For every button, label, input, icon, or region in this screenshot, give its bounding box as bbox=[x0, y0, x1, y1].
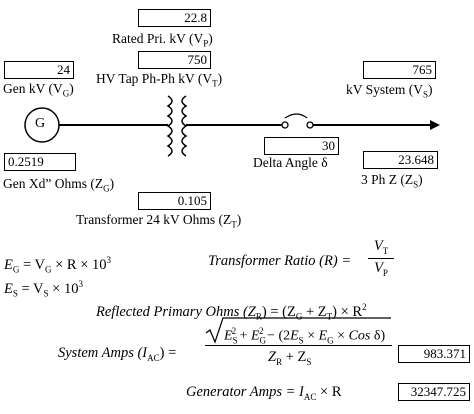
eq-gen-amps: Generator Amps = IAC × R bbox=[186, 384, 342, 402]
transformer-ohms-box[interactable]: 0.105 bbox=[138, 192, 211, 210]
kv-system-label: kV System (VS) bbox=[346, 82, 433, 100]
eq-eg: EG = VG × R × 103 bbox=[4, 255, 112, 275]
gen-kv-box[interactable]: 24 bbox=[4, 61, 74, 79]
gen-xd-box[interactable]: 0.2519 bbox=[4, 153, 76, 171]
three-ph-z-box[interactable]: 23.648 bbox=[363, 151, 438, 169]
breaker-contact-left bbox=[281, 121, 289, 129]
eq-es: ES = VS × 103 bbox=[4, 279, 83, 299]
generator-symbol: G bbox=[35, 116, 46, 131]
eq-ratio-numerator: VT bbox=[373, 238, 389, 256]
system-amps-result: 983.371 bbox=[398, 345, 470, 363]
hv-tap-box[interactable]: 750 bbox=[138, 51, 211, 69]
eq-ratio-label: Transformer Ratio (R) = bbox=[208, 253, 352, 269]
delta-angle-label: Delta Angle δ bbox=[253, 155, 328, 170]
delta-angle-box[interactable]: 30 bbox=[264, 137, 339, 155]
generator-amps-result: 32347.725 bbox=[398, 383, 470, 401]
kv-system-box[interactable]: 765 bbox=[363, 61, 436, 79]
eq-iac-numerator: ES2 + EG2 − (2ES × EG × Cos δ) bbox=[224, 326, 386, 346]
eq-iac-fraction-bar bbox=[205, 345, 392, 346]
eq-ratio-fraction-bar bbox=[368, 258, 394, 259]
eq-iac-label: System Amps (IAC) = bbox=[58, 345, 177, 363]
three-ph-z-label: 3 Ph Z (ZS) bbox=[361, 172, 423, 190]
transformer-primary-coil bbox=[166, 95, 173, 157]
rated-pri-kv-box[interactable]: 22.8 bbox=[138, 9, 211, 27]
rated-pri-kv-label: Rated Pri. kV (VP) bbox=[112, 31, 213, 49]
eq-iac-denominator: ZR + ZS bbox=[268, 349, 312, 367]
eq-zr: Reflected Primary Ohms (ZR) = (ZG + ZT) … bbox=[96, 302, 367, 322]
gen-kv-label: Gen kV (VG) bbox=[3, 81, 74, 99]
eq-ratio-denominator: VP bbox=[374, 260, 388, 278]
breaker-arc bbox=[284, 113, 308, 119]
system-arrow-head bbox=[430, 120, 440, 130]
hv-tap-label: HV Tap Ph-Ph kV (VT) bbox=[96, 71, 223, 89]
gen-xd-label: Gen Xd” Ohms (ZG) bbox=[3, 176, 115, 194]
transformer-ohms-label: Transformer 24 kV Ohms (ZT) bbox=[76, 212, 242, 230]
